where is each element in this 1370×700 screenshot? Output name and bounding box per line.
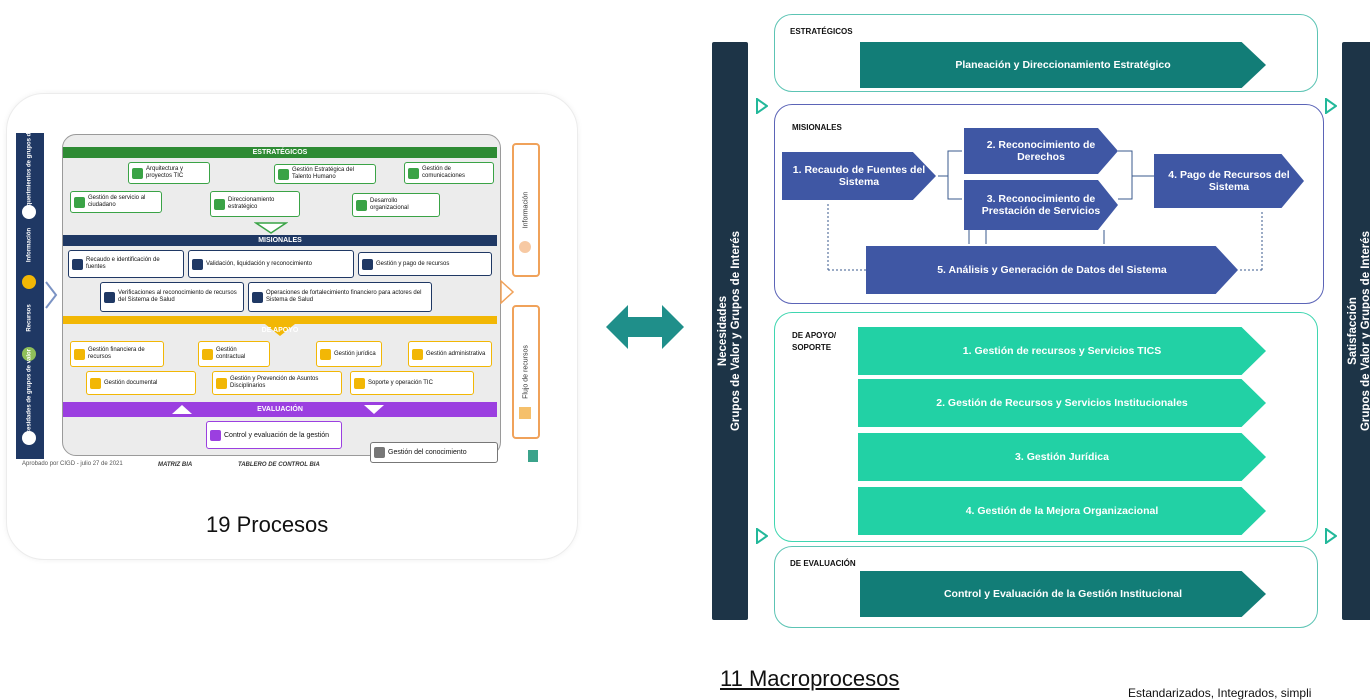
in-arrow-icon bbox=[756, 528, 768, 544]
apoyo-banner bbox=[63, 316, 497, 336]
proc-comunicaciones[interactable]: Gestión de comunicaciones bbox=[404, 162, 494, 184]
macro-pago-recursos[interactable]: 4. Pago de Recursos del Sistema bbox=[1154, 154, 1304, 208]
chevron-right-icon bbox=[45, 281, 58, 309]
proc-recaudo[interactable]: Recaudo e identificación de fuentes bbox=[68, 250, 184, 278]
speech-icon bbox=[216, 377, 227, 389]
macro-analisis-datos[interactable]: 5. Análisis y Generación de Datos del Si… bbox=[866, 246, 1238, 294]
target-icon bbox=[214, 198, 225, 210]
folder-icon bbox=[90, 377, 101, 389]
proc-direccionamiento[interactable]: Direccionamiento estratégico bbox=[210, 191, 300, 217]
proc-fortalecimiento[interactable]: Operaciones de fortalecimiento financier… bbox=[248, 282, 432, 312]
out-arrow-icon bbox=[1325, 98, 1337, 114]
macro-recaudo[interactable]: 1. Recaudo de Fuentes del Sistema bbox=[782, 152, 936, 200]
money-icon bbox=[22, 347, 36, 361]
label-misionales: MISIONALES bbox=[792, 123, 842, 132]
proc-arquitectura[interactable]: Arquitectura y proyectos TIC bbox=[128, 162, 210, 184]
macro-reconocimiento-derechos[interactable]: 2. Reconocimiento de Derechos bbox=[964, 128, 1118, 174]
label-evaluacion: DE EVALUACIÓN bbox=[790, 559, 856, 568]
approved-note: Aprobado por CIGD - julio 27 de 2021 bbox=[22, 461, 123, 467]
proc-disciplinarios[interactable]: Gestión y Prevención de Asuntos Discipli… bbox=[212, 371, 342, 395]
lawyer-icon bbox=[320, 348, 331, 360]
proc-pago-recursos[interactable]: Gestión y pago de recursos bbox=[358, 252, 492, 276]
money-icon bbox=[74, 348, 85, 360]
footer-fragment: Estandarizados, Integrados, simpli bbox=[1128, 686, 1312, 700]
proc-financiera[interactable]: Gestión financiera de recursos bbox=[70, 341, 164, 367]
org-chart-icon bbox=[356, 199, 367, 211]
double-arrow-icon bbox=[606, 305, 684, 349]
macroprocesos-caption: 11 Macroprocesos bbox=[720, 666, 900, 691]
people-icon bbox=[278, 168, 289, 180]
macro-control-evaluacion[interactable]: Control y Evaluación de la Gestión Insti… bbox=[860, 571, 1266, 617]
proc-contractual[interactable]: Gestión contractual bbox=[198, 341, 270, 367]
down-triangle-icon bbox=[254, 222, 288, 234]
tab-flujo-recursos[interactable]: Flujo de recursos bbox=[512, 305, 540, 439]
computer-icon bbox=[354, 377, 365, 389]
gear-check-icon bbox=[210, 429, 221, 441]
proc-control-evaluacion[interactable]: Control y evaluación de la gestión bbox=[206, 421, 342, 449]
info-icon bbox=[22, 275, 36, 289]
label-estrategicos: ESTRATÉGICOS bbox=[790, 27, 853, 36]
play-triangle-icon bbox=[500, 280, 514, 304]
globe-icon bbox=[408, 167, 419, 179]
sec-apoyo: DE APOYO bbox=[261, 327, 299, 334]
macro-gestion-juridica[interactable]: 3. Gestión Jurídica bbox=[858, 433, 1266, 481]
label-apoyo-2: SOPORTE bbox=[792, 343, 832, 352]
procesos-caption: 19 Procesos bbox=[206, 512, 329, 537]
contract-icon bbox=[202, 348, 213, 360]
out-arrow-icon bbox=[1325, 528, 1337, 544]
macro-recursos-institucionales[interactable]: 2. Gestión de Recursos y Servicios Insti… bbox=[858, 379, 1266, 427]
label-apoyo-1: DE APOYO/ bbox=[792, 331, 837, 340]
gear-icon bbox=[362, 258, 373, 270]
coins-icon bbox=[519, 407, 531, 419]
proc-validacion[interactable]: Validación, liquidación y reconocimiento bbox=[188, 250, 354, 278]
proc-verificaciones[interactable]: Verificaciones al reconocimiento de recu… bbox=[100, 282, 244, 312]
document-icon bbox=[72, 258, 83, 270]
tablero-bia-link[interactable]: TABLERO DE CONTROL BIA bbox=[238, 462, 320, 468]
proc-conocimiento[interactable]: Gestión del conocimiento bbox=[370, 442, 498, 463]
proc-soporte-tic[interactable]: Soporte y operación TIC bbox=[350, 371, 474, 395]
admin-icon bbox=[412, 348, 423, 360]
sec-evaluacion: EVALUACIÓN bbox=[63, 402, 497, 417]
misionales-connectors bbox=[827, 150, 1263, 271]
vtab-requerimientos: Requerimientos de grupos de interés bbox=[26, 107, 33, 215]
people-icon bbox=[22, 205, 36, 219]
info-badge-icon bbox=[519, 241, 531, 253]
vtab-necesidades: Necesidades de grupos de valor bbox=[26, 348, 33, 442]
left-vertical-tabs: Requerimientos de grupos de interés Info… bbox=[16, 108, 44, 459]
magnifier-icon bbox=[104, 291, 115, 303]
in-arrow-icon bbox=[756, 98, 768, 114]
group-icon bbox=[22, 431, 36, 445]
macro-recursos-tics[interactable]: 1. Gestión de recursos y Servicios TICS bbox=[858, 327, 1266, 375]
proc-juridica[interactable]: Gestión jurídica bbox=[316, 341, 382, 367]
macro-reconocimiento-prestacion[interactable]: 3. Reconocimiento de Prestación de Servi… bbox=[964, 180, 1118, 230]
proc-desarrollo[interactable]: Desarrollo organizacional bbox=[352, 193, 440, 217]
proc-talento-humano[interactable]: Gestión Estratégica del Talento Humano bbox=[274, 164, 376, 184]
headset-icon bbox=[74, 196, 85, 208]
proc-servicio-ciudadano[interactable]: Gestión de servicio al ciudadano bbox=[70, 191, 162, 213]
check-icon bbox=[192, 258, 203, 270]
macro-mejora-organizacional[interactable]: 4. Gestión de la Mejora Organizacional bbox=[858, 487, 1266, 535]
tab-informacion[interactable]: Información bbox=[512, 143, 540, 277]
chart-icon bbox=[252, 291, 263, 303]
proc-documental[interactable]: Gestión documental bbox=[86, 371, 196, 395]
down-triangle-icon bbox=[364, 405, 384, 414]
up-triangle-icon bbox=[172, 405, 192, 414]
matriz-bia-link[interactable]: MATRIZ BIA bbox=[158, 462, 193, 468]
vtab-informacion: Información bbox=[26, 227, 33, 263]
sec-estrategicos: ESTRATÉGICOS bbox=[63, 147, 497, 158]
network-icon bbox=[132, 167, 143, 179]
vtab-recursos: Recursos bbox=[26, 304, 33, 332]
flag-marker bbox=[528, 450, 538, 462]
macro-planeacion[interactable]: Planeación y Direccionamiento Estratégic… bbox=[860, 42, 1266, 88]
proc-administrativa[interactable]: Gestión administrativa bbox=[408, 341, 492, 367]
sec-misionales: MISIONALES bbox=[63, 235, 497, 246]
person-gear-icon bbox=[374, 447, 385, 458]
